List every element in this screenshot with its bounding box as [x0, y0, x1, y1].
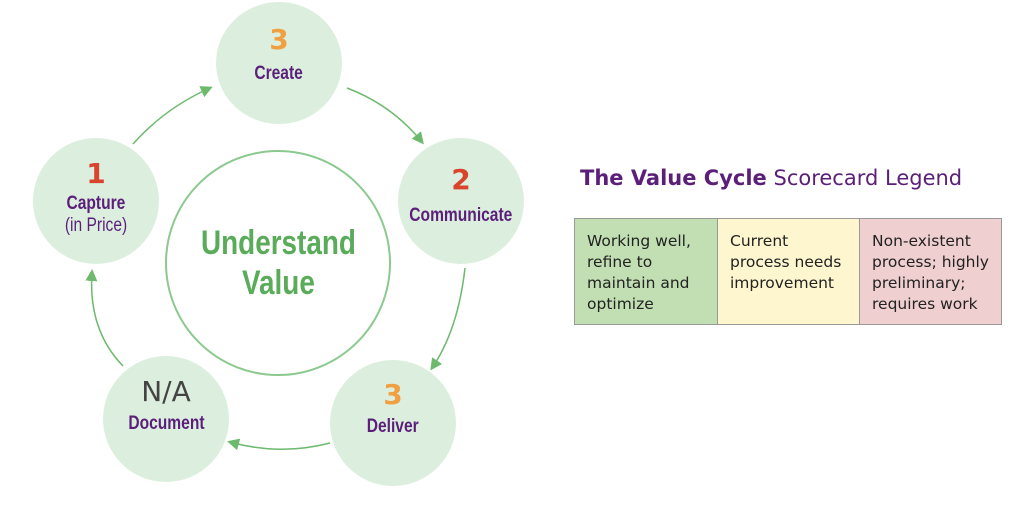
node-label: Capture: [66, 193, 126, 214]
node-label: Document: [127, 413, 205, 434]
score: 2: [451, 163, 471, 196]
node-label: Communicate: [409, 205, 513, 226]
legend-cell-needs-improvement: Current process needs improvement: [717, 219, 859, 324]
node-document: N/A Document: [103, 356, 229, 482]
center-circle: Understand Value: [165, 150, 391, 376]
node-create: 3 Create: [216, 2, 342, 124]
arrow-deliver-to-document: [227, 438, 331, 451]
arrow-capture-to-create: [132, 86, 213, 145]
legend-title-bold: The Value Cycle: [580, 166, 767, 190]
center-title-line2: Value: [241, 264, 315, 302]
center-title-line1: Understand: [200, 224, 356, 262]
legend-title-rest: Scorecard Legend: [773, 166, 963, 190]
node-sublabel: (in Price): [64, 215, 128, 236]
node-deliver: 3 Deliver: [330, 360, 456, 486]
arrow-create-to-communicate: [346, 87, 424, 145]
legend-cell-good: Working well, refine to maintain and opt…: [575, 219, 717, 324]
score: 3: [269, 23, 289, 56]
node-label: Create: [254, 63, 304, 84]
legend-title: The Value Cycle Scorecard Legend: [580, 166, 962, 190]
node-label: Deliver: [367, 416, 419, 437]
node-communicate: 2 Communicate: [398, 138, 524, 264]
legend-table: Working well, refine to maintain and opt…: [574, 218, 1002, 325]
arrow-communicate-to-deliver: [430, 267, 466, 371]
score: 3: [383, 378, 403, 411]
legend-cell-non-existent: Non-existent process; highly preliminary…: [859, 219, 1001, 324]
score: 1: [86, 157, 106, 190]
score: N/A: [141, 375, 191, 408]
arrow-document-to-capture: [85, 269, 124, 367]
node-capture: 1 Capture (in Price): [33, 138, 159, 264]
